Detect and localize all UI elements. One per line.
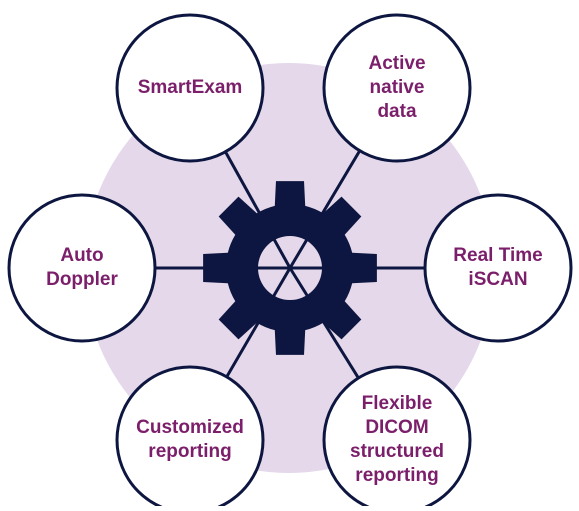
node-label-flexible-dicom: Flexible DICOM structured reporting [350, 393, 444, 486]
node-circle-real-time-iscan [423, 193, 573, 343]
node-circle-active-native-data [322, 13, 472, 163]
node-label-smartexam: SmartExam [137, 77, 243, 98]
node-circles [7, 13, 573, 511]
node-label-auto-doppler: Auto Doppler [46, 245, 118, 290]
node-label-active-native-data: Active native data [368, 53, 426, 122]
node-label-real-time-iscan: Real Time iSCAN [453, 245, 543, 290]
node-circle-auto-doppler [7, 193, 157, 343]
node-label-customized-reporting: Customized reporting [136, 417, 244, 462]
node-circle-flexible-dicom [322, 365, 472, 511]
gear-icon [203, 181, 377, 355]
node-circle-smartexam [115, 13, 265, 163]
node-circle-customized-reporting [115, 365, 265, 511]
